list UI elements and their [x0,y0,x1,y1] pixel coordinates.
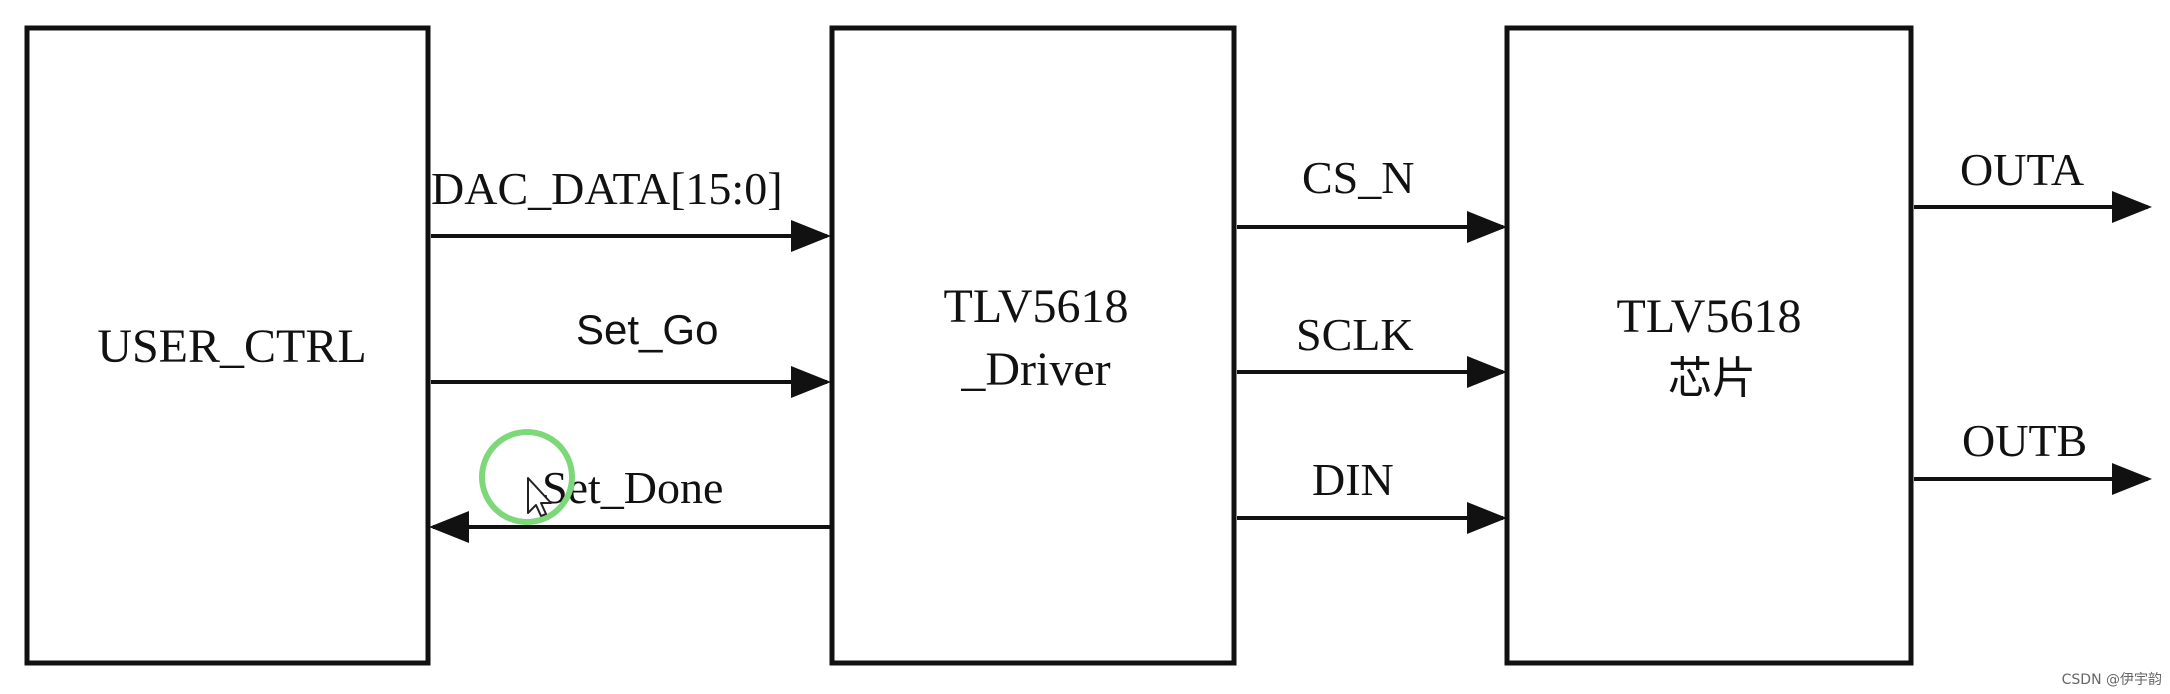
chip-label-line1: TLV5618 [1617,290,1802,343]
tlv5618-driver-block [829,25,1237,666]
outb-label: OUTB [1962,415,2087,466]
csdn-watermark: CSDN @伊宇韵 [2062,672,2162,688]
user-ctrl-label: USER_CTRL [97,320,366,373]
cs-n-label: CS_N [1302,152,1414,203]
chip-label-line2: 芯片 [1668,353,1756,404]
din-label: DIN [1312,454,1394,505]
user-ctrl-block [24,25,431,666]
sclk-label: SCLK [1296,309,1414,360]
set-go-label: Set_Go [576,306,718,353]
tlv5618-chip-block [1504,25,1914,666]
mouse-pointer-icon [527,477,552,517]
outa-label: OUTA [1960,144,2084,195]
cursor-highlight-ring [479,429,575,525]
driver-label-line1: TLV5618 [944,280,1129,333]
driver-label-line2: _Driver [960,343,1110,396]
dac-data-label: DAC_DATA[15:0] [431,163,783,214]
